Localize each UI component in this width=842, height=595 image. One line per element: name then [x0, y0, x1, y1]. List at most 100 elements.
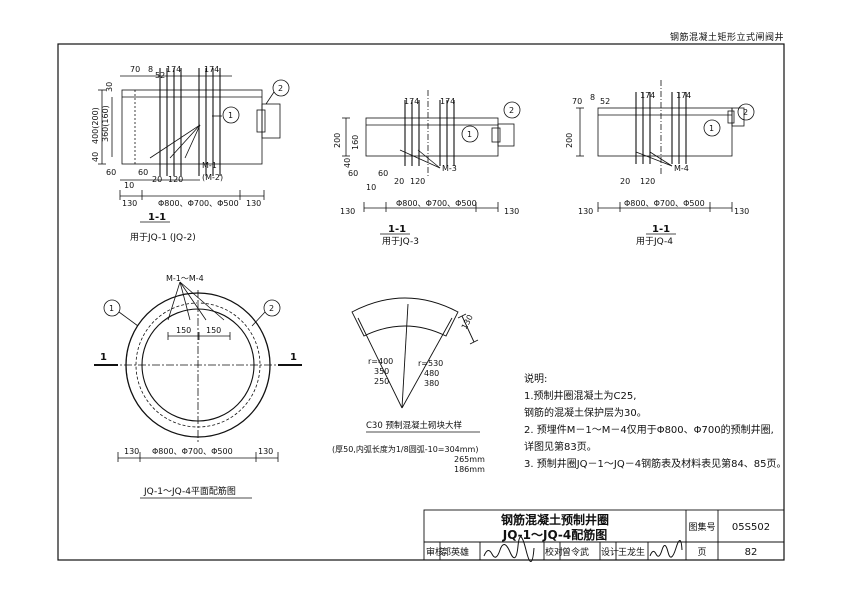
rebar-label-2: (M-2) — [202, 173, 223, 182]
callout-1: 1 — [109, 304, 114, 313]
plan-view — [94, 281, 302, 499]
radius-inner-2: 350 — [374, 367, 389, 376]
series-title: 钢筋混凝土矩形立式闸阀井 — [669, 33, 784, 43]
side-dim-right: 130 — [734, 207, 749, 216]
diameter-label: Φ800、Φ700、Φ500 — [396, 199, 477, 208]
section-view-jq3 — [342, 90, 521, 235]
section-view-jq4 — [576, 80, 755, 235]
dim-bottom-120: 120 — [168, 175, 183, 184]
block-length-1: 265mm — [454, 455, 485, 464]
section-caption: 用于JQ-3 — [382, 236, 419, 247]
dim-bottom-60: 60 — [106, 168, 116, 177]
dim-bottom-10: 10 — [124, 181, 134, 190]
dim-bottom-10: 10 — [366, 183, 376, 192]
page-label: 页 — [697, 547, 706, 558]
side-dim-left: 130 — [340, 207, 355, 216]
plan-cut-mark-left: 1 — [100, 352, 107, 363]
section-caption: 用于JQ-1 (JQ-2) — [130, 232, 196, 243]
atlas-no: 05S502 — [732, 522, 770, 533]
note-line-2: 钢筋的混凝土保护层为30。 — [524, 408, 647, 419]
dim-height: 200 — [333, 133, 342, 148]
dim-inner: 360(160) — [101, 105, 110, 142]
side-dim-left: 130 — [578, 207, 593, 216]
cut-label: 1-1 — [388, 224, 406, 235]
rebar-label: M-3 — [442, 164, 457, 173]
note-line-1: 1.预制井圈混凝土为C25, — [524, 391, 637, 402]
radius-outer-1: r=530 — [418, 359, 443, 368]
block-length-2: 186mm — [454, 465, 485, 474]
dim-inner: 160 — [351, 135, 360, 150]
title-block: 钢筋混凝土预制井圈 JQ-1～JQ-4配筋图 — [424, 510, 778, 560]
designer: 王龙生 — [618, 546, 645, 558]
notes-heading: 说明: — [524, 374, 548, 385]
plan-side-dim-right: 130 — [258, 447, 273, 456]
note-line-5: 3. 预制井圈JQ－1～JQ－4钢筋表及材料表见第84、85页。 — [524, 459, 787, 470]
section-caption: 用于JQ-4 — [636, 236, 673, 247]
dim-bottom-60b: 60 — [138, 168, 148, 177]
radius-inner-3: 250 — [374, 377, 389, 386]
diameter-label: Φ800、Φ700、Φ500 — [158, 199, 239, 208]
design-label: 设计 — [601, 546, 619, 558]
plan-side-dim-left: 130 — [124, 447, 139, 456]
dim-top-174-a: 174 — [404, 97, 419, 106]
dim-30: 30 — [105, 82, 114, 92]
dim-top-174-b: 174 — [204, 65, 219, 74]
dim-top-52: 52 — [155, 71, 165, 80]
drawing-frame — [57, 43, 785, 561]
dim-height: 200 — [565, 133, 574, 148]
section-view-jq1 — [98, 68, 290, 223]
cut-label: 1-1 — [652, 224, 670, 235]
radius-outer-3: 380 — [424, 379, 439, 388]
dim-height: 400(200) — [91, 107, 100, 144]
radius-outer-2: 480 — [424, 369, 439, 378]
dim-bottom-60: 60 — [348, 169, 358, 178]
dim-top-52: 52 — [600, 97, 610, 106]
callout-2: 2 — [278, 84, 283, 93]
dim-bottom-120: 120 — [640, 177, 655, 186]
note-line-4: 详图见第83页。 — [524, 442, 597, 453]
title-line-2: JQ-1～JQ-4配筋图 — [502, 527, 608, 542]
notes-section: 说明: 1.预制井圈混凝土为C25, 钢筋的混凝土保护层为30。 2. 预埋件M… — [524, 371, 787, 473]
title-line-1: 钢筋混凝土预制井圈 — [500, 512, 609, 527]
dim-top-174-b: 174 — [676, 91, 691, 100]
review-label: 审核 — [426, 546, 444, 558]
callout-1: 1 — [467, 130, 472, 139]
side-dim-right: 130 — [504, 207, 519, 216]
dim-top-8: 8 — [148, 65, 153, 74]
diameter-label: Φ800、Φ700、Φ500 — [624, 199, 705, 208]
dim-bottom-20: 20 — [620, 177, 630, 186]
callout-1: 1 — [228, 111, 233, 120]
dim-40: 40 — [91, 152, 100, 162]
rebar-label: M-4 — [674, 164, 689, 173]
dim-top-70: 70 — [572, 97, 582, 106]
dim-top-174-b: 174 — [440, 97, 455, 106]
dim-bottom-120: 120 — [410, 177, 425, 186]
dim-top-174-a: 174 — [166, 65, 181, 74]
callout-2: 2 — [743, 108, 748, 117]
cut-label: 1-1 — [148, 212, 166, 223]
dim-bottom-20: 20 — [394, 177, 404, 186]
plan-cut-mark-right: 1 — [290, 352, 297, 363]
callout-2: 2 — [269, 304, 274, 313]
dim-40: 40 — [343, 158, 352, 168]
dim-top-8: 8 — [590, 93, 595, 102]
dim-bottom-60b: 60 — [378, 169, 388, 178]
plan-spacing-2: 150 — [206, 326, 221, 335]
dim-bottom-20: 20 — [152, 175, 162, 184]
rebar-label: M-1 — [202, 161, 217, 170]
block-note: (厚50,内弧长度为1/8圆弧-10=304mm) — [332, 444, 478, 454]
note-line-3: 2. 预埋件M－1～M－4仅用于Φ800、Φ700的预制井圈, — [524, 425, 774, 436]
side-dim-left: 130 — [122, 199, 137, 208]
callout-1: 1 — [709, 124, 714, 133]
reviewer: 郭英雄 — [442, 546, 469, 558]
plan-rebar-label: M-1～M-4 — [166, 274, 204, 283]
atlas-label: 图集号 — [688, 521, 715, 533]
block-title: C30 预制混凝土砌块大样 — [366, 420, 462, 431]
dim-top-174-a: 174 — [640, 91, 655, 100]
block-detail — [351, 297, 479, 409]
radius-inner-1: r=400 — [368, 357, 393, 366]
check-label: 校对 — [545, 546, 563, 558]
side-dim-right: 130 — [246, 199, 261, 208]
dim-top-70: 70 — [130, 65, 140, 74]
